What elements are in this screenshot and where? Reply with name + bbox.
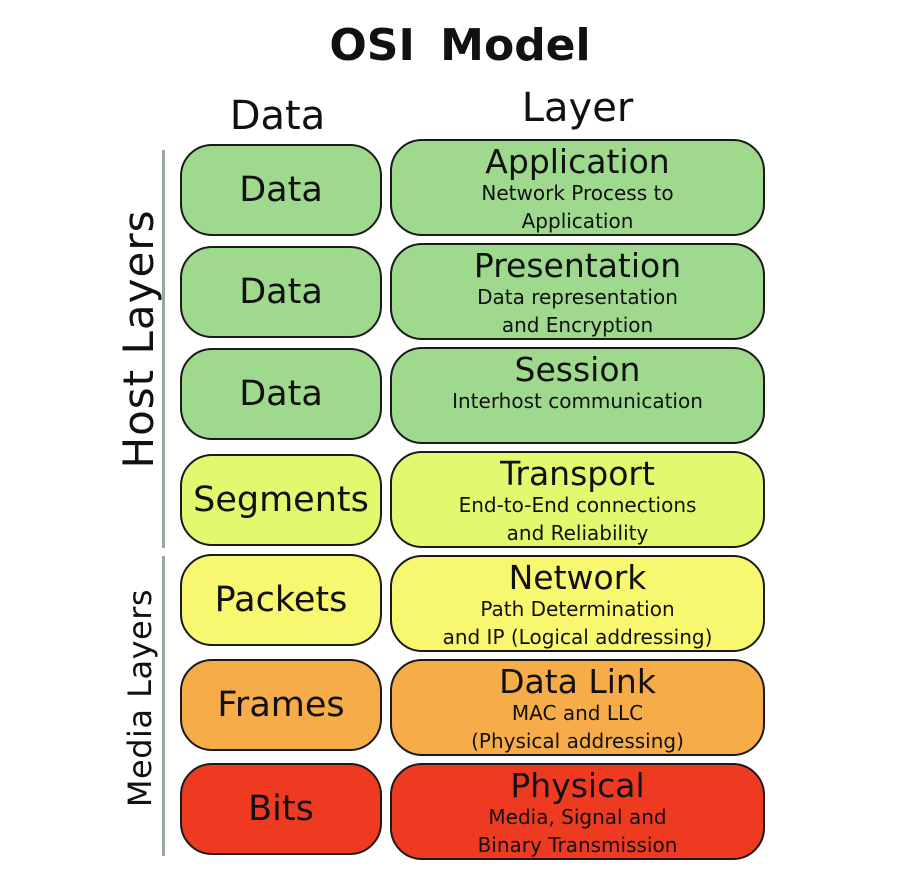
host-layers-label: Host Layers [114,209,163,469]
media-layers-label: Media Layers [121,588,159,808]
media-layers-bracket [162,556,165,856]
layer-network: Network Path Determination and IP (Logic… [390,555,765,652]
data-unit-session: Data [180,348,382,440]
data-unit-label: Segments [193,480,369,520]
layer-description-line2: (Physical addressing) [471,729,684,753]
data-column-header: Data [229,93,326,139]
layer-description-line2: and Encryption [501,313,654,337]
data-unit-physical: Bits [180,763,382,855]
layer-description-line1: End-to-End connections [458,493,697,517]
layer-column-header: Layer [521,85,634,131]
layer-name: Application [485,142,670,181]
diagram-title: OSI Model [329,20,591,71]
layer-description-line2: Application [521,209,634,233]
layer-transport: Transport End-to-End connections and Rel… [390,451,765,548]
data-unit-transport: Segments [180,454,382,546]
data-unit-presentation: Data [180,246,382,338]
layer-name: Physical [510,766,645,805]
layer-physical: Physical Media, Signal and Binary Transm… [390,763,765,860]
layer-name: Data Link [499,662,656,701]
layer-application: Application Network Process to Applicati… [390,139,765,236]
data-unit-label: Data [239,272,323,312]
data-unit-label: Data [239,374,323,414]
data-unit-data-link: Frames [180,659,382,751]
layer-name: Presentation [473,246,682,285]
data-unit-label: Bits [248,789,314,829]
layer-description-line2: Binary Transmission [477,833,678,857]
layer-session: Session Interhost communication [390,347,765,444]
data-unit-label: Frames [217,685,345,725]
layer-name: Transport [500,454,655,493]
data-unit-label: Data [239,170,323,210]
layer-description-line1: Path Determination [480,597,675,621]
layer-description-line1: MAC and LLC [511,701,644,725]
data-unit-network: Packets [180,554,382,646]
layer-presentation: Presentation Data representation and Enc… [390,243,765,340]
data-unit-application: Data [180,144,382,236]
host-layers-bracket [162,150,165,548]
layer-data-link: Data Link MAC and LLC (Physical addressi… [390,659,765,756]
data-unit-label: Packets [214,580,348,620]
layer-description-line1: Data representation [477,285,678,309]
layer-description-line1: Media, Signal and [488,805,667,829]
layer-name: Session [514,350,641,389]
layer-name: Network [508,558,647,597]
layer-description-line1: Network Process to [481,181,674,205]
layer-description-line2: and IP (Logical addressing) [442,625,713,649]
layer-description-line2: and Reliability [506,521,649,545]
layer-description-line1: Interhost communication [452,389,703,413]
